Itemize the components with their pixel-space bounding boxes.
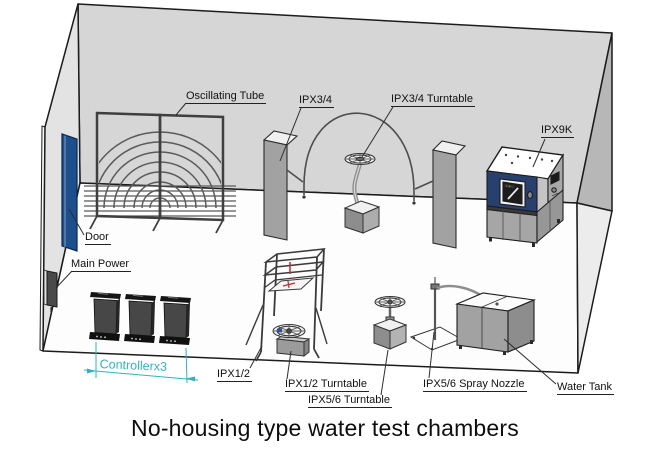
page-title: No-housing type water test chambers [131,415,519,441]
ipx9k-chamber [485,146,565,247]
ipx56-turntable-figure [372,296,408,350]
controllers [89,292,191,345]
controller-unit [89,292,121,341]
label-ipx34: IPX3/4 [299,94,335,109]
label-ipx12: IPX1/2 [217,368,253,383]
ipx12-turntable-figure [272,324,311,358]
oscillating-tube-rack [84,111,236,234]
label-water-tank: Water Tank [557,381,615,396]
left-tower-front [263,139,288,241]
ipx34-towers-and-arc [262,112,467,249]
spray-arc [286,112,434,201]
label-ipx56-spray-nozzle: IPX5/6 Spray Nozzle [423,378,527,393]
water-tank-figure [454,292,537,355]
right-tower-front [432,149,457,249]
rack-feet [89,215,224,234]
tank-front [456,303,509,353]
ipx34-turntable-figure [343,153,381,234]
controller-dimension [83,342,199,384]
controller-unit [159,296,191,345]
ipx12-drip-frame [245,248,328,362]
main-power-box [43,269,58,312]
door-panel [61,133,78,252]
label-ipx56-turntable: IPX5/6 Turntable [308,394,392,409]
ipx9k-top-vents [504,153,554,165]
ipx56-spray-nozzle-stand [409,277,485,351]
label-ipx34-turntable: IPX3/4 Turntable [391,93,475,108]
label-ipx9k: IPX9K [541,124,575,139]
tank-side [507,299,535,353]
leader-lines [55,102,557,396]
label-ipx12-turntable: IPX1/2 Turntable [285,378,369,393]
label-main-power: Main Power [71,258,132,273]
label-door: Door [85,231,111,246]
label-oscillating-tube: Oscillating Tube [186,90,267,105]
label-controller-dimension: Controllerx3 [99,357,168,374]
floor-side-face [576,202,613,374]
controller-unit [124,294,156,343]
